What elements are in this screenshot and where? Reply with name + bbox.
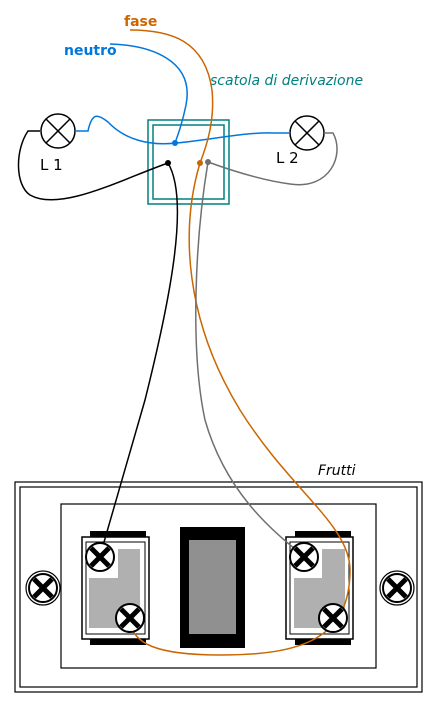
terminal-screw-left-bottom-icon — [115, 603, 145, 633]
terminal-screw-left-top-icon — [85, 542, 115, 572]
mounting-screw-left-icon — [25, 570, 61, 606]
l2-return-wire — [207, 132, 338, 186]
terminal-screw-right-top-icon — [289, 542, 319, 572]
fase-label: fase — [124, 14, 157, 30]
junction-box — [147, 119, 230, 205]
lamp-l1-icon — [40, 113, 76, 149]
mounting-screw-right-icon — [379, 570, 415, 606]
junction-box-label: scatola di derivazione — [210, 73, 363, 89]
neutral-supply-wire — [109, 43, 188, 144]
lamp-l2-icon — [289, 115, 325, 151]
neutral-wire — [75, 115, 290, 145]
terminal-screw-right-bottom-icon — [318, 603, 348, 633]
l1-junction-dot — [165, 160, 171, 166]
phase-junction-dot — [197, 160, 203, 166]
l2-switch-wire — [195, 161, 305, 557]
lamp1-label: L 1 — [40, 156, 63, 174]
l1-return-wire — [17, 130, 169, 201]
wall-plate — [14, 481, 423, 693]
lamp2-label: L 2 — [276, 149, 299, 167]
l2-junction-dot — [205, 159, 211, 165]
neutral-junction-dot — [172, 140, 178, 146]
fittings-label: Frutti — [318, 463, 356, 479]
center-insert — [180, 527, 245, 648]
l1-switch-wire — [99, 162, 179, 557]
phase-supply-wire — [129, 29, 214, 164]
neutro-label: neutro — [64, 43, 117, 59]
